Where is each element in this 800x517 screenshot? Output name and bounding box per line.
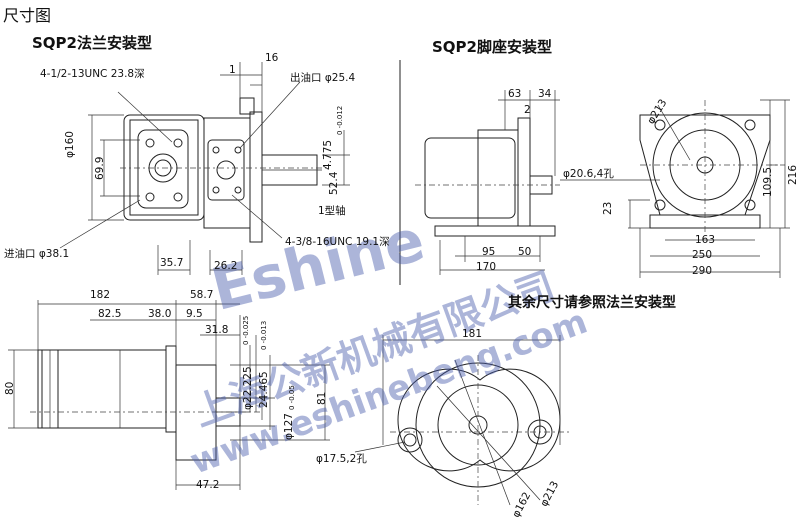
foot-view-front-drawing (628, 99, 790, 278)
foot-view-note: 其余尺寸请参照法兰安装型 (508, 295, 676, 311)
dim-17-5: φ17.5,2孔 (316, 453, 367, 465)
dim-22-225-tolerance: 0 -0.025 (242, 315, 250, 345)
dim-52-4: 52.4 (328, 171, 340, 195)
dim-80: 80 (4, 381, 16, 395)
dim-22-225: φ22.225 (242, 366, 254, 410)
dim-34: 34 (538, 88, 552, 100)
dim-24-465-tolerance: 0 -0.013 (260, 320, 268, 350)
dim-95: 95 (482, 246, 496, 258)
foot-view-side-drawing (415, 90, 660, 275)
dim-82-5: 82.5 (98, 308, 122, 320)
dim-20-6: φ20.6,4孔 (563, 168, 614, 180)
dim-1: 1 (229, 64, 236, 76)
dim-63: 63 (508, 88, 522, 100)
dim-2: 2 (524, 104, 531, 116)
dim-16: 16 (265, 52, 279, 64)
dim-35-7: 35.7 (160, 257, 184, 269)
dim-182: 182 (90, 289, 111, 301)
dim-127-tolerance: 0 -0.05 (288, 385, 296, 410)
dim-170: 170 (476, 261, 497, 273)
dim-216: 216 (787, 164, 799, 185)
dim-4-775: 4.775 (322, 139, 334, 170)
dim-47-2: 47.2 (196, 479, 220, 491)
dim-50: 50 (518, 246, 532, 258)
dim-160: φ160 (64, 131, 76, 158)
dim-69-9: 69.9 (94, 156, 106, 180)
dim-4-775-tolerance: 0 -0.012 (336, 105, 344, 135)
dim-250: 250 (692, 249, 713, 261)
page-title: 尺寸图 (3, 6, 52, 25)
dim-inlet: 进油口 φ38.1 (4, 248, 70, 260)
dim-181: 181 (462, 328, 483, 340)
dim-81: 81 (316, 391, 328, 405)
dim-24-465: 24.465 (258, 371, 270, 408)
side-view-drawing (8, 300, 330, 490)
flange-view-drawing (59, 62, 350, 275)
dim-thread-bottom: 4-3/8-16UNC 19.1深 (285, 236, 390, 248)
flange-view-title: SQP2法兰安装型 (32, 34, 152, 52)
shaft-type-label: 1型轴 (318, 205, 346, 217)
dim-26-2: 26.2 (214, 260, 238, 272)
dim-31-8: 31.8 (205, 324, 229, 336)
dim-9-5: 9.5 (186, 308, 203, 320)
dim-38: 38.0 (148, 308, 172, 320)
dim-23: 23 (602, 201, 614, 215)
dim-thread-top: 4-1/2-13UNC 23.8深 (40, 68, 145, 80)
dim-109-5: 109.5 (762, 166, 774, 197)
dim-163: 163 (695, 234, 716, 246)
foot-view-title: SQP2脚座安装型 (432, 38, 552, 56)
front-view-drawing (354, 335, 570, 506)
dim-outlet: 出油口 φ25.4 (290, 72, 356, 84)
dim-127: φ127 (283, 413, 295, 440)
dim-290: 290 (692, 265, 713, 277)
dim-58-7: 58.7 (190, 289, 214, 301)
